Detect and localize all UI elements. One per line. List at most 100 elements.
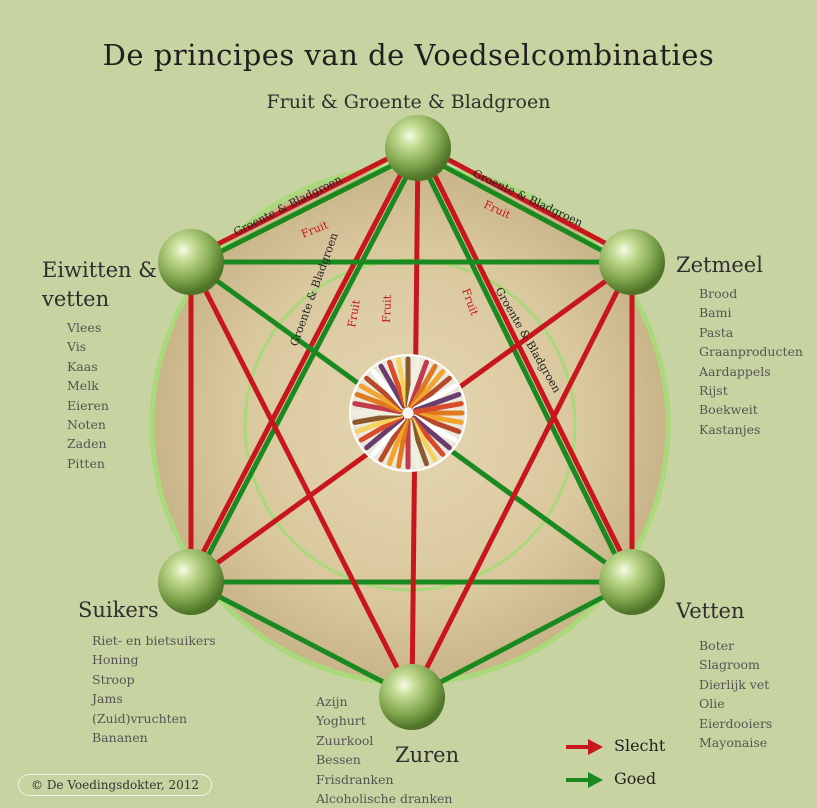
list-item: Vlees [67,320,102,335]
edge-top-lower-left-red [186,145,418,582]
list-item: Riet- en bietsuikers [92,633,216,648]
vegetable-ray [396,357,410,408]
list-item: Vis [67,339,87,355]
vegetable-ray [411,375,452,411]
vegetable-ray [354,392,403,413]
page-title: De principes van de Voedselcombinaties [102,38,715,72]
list-item: (Zuid)vruchten [92,710,188,726]
vegetable-ray [413,411,464,425]
node-label-upper-left-line2: vetten [42,287,110,311]
upper-right-food-list: Brood Bami Pasta Graanproducten Aardappe… [699,284,803,439]
edge-top-lower-left-green [191,148,423,585]
list-item: Boekweit [699,402,758,418]
legend-good-label: Goed [614,769,657,788]
copyright-badge: © De Voedingsdokter, 2012 [18,774,213,796]
legend-bad: Slecht [614,736,665,755]
list-item: Melk [67,378,99,394]
connection-lines [186,142,637,700]
legend-bad-label: Slecht [614,736,666,755]
vegetable-ray [387,418,408,467]
node-sphere-upper-right [599,229,665,295]
vegetable-ray [378,417,407,463]
list-item: Yoghurt [316,713,366,729]
vegetable-ray [406,357,420,408]
list-item: Frisdranken [316,771,394,787]
list-item: Kaas [67,358,98,374]
node-sphere-lower-left [158,549,224,615]
list-item: Honing [92,652,139,668]
node-sphere-bottom [379,664,445,730]
edge-top-upper-right-green [414,149,632,268]
edge-top-lower-right-red [418,145,637,582]
list-item: Jams [92,691,123,707]
vegetable-ray [352,411,403,425]
node-label-top: Fruit & Groente & Bladgroen [266,91,551,113]
edge-top-upper-left-green [191,149,421,268]
list-item: Noten [67,417,106,433]
list-item: Eierdooiers [699,715,773,731]
edge-top-upper-left-red [188,142,418,261]
list-item: Eieren [67,397,109,413]
list-item: Zuurkool [316,732,374,748]
vegetable-ray [408,359,429,408]
vegetable-ray [364,375,405,411]
list-item: Alcoholische dranken [316,791,453,807]
list-item: Stroop [92,671,135,687]
list-item: Pitten [67,455,105,471]
lower-right-food-list: Boter Slagroom Dierlijk vet Olie Eierdoo… [699,636,772,752]
edge-label-inner-left-red: Fruit [345,298,363,328]
vegetable-ray [409,363,438,409]
list-item: Brood [699,286,738,301]
node-label-lower-left: Suikers [78,598,159,622]
list-item: Mayonaise [699,735,768,751]
edge-upper-right-bottom [409,260,635,699]
vegetable-ray [358,383,404,412]
legend-good: Goed [614,769,656,788]
vegetable-ray [410,416,446,457]
vegetable-ray [352,401,403,415]
vegetable-ray [413,401,464,415]
vegetable-ray [413,413,462,434]
vegetable-ray [409,417,438,463]
list-item: Bananen [92,730,148,746]
node-label-bottom: Zuren [395,743,460,767]
list-item: Olie [699,696,725,712]
node-sphere-upper-left [158,229,224,295]
node-spheres [158,115,665,730]
list-item: Graanproducten [699,344,803,360]
legend-arrows [566,739,603,788]
vegetable-ray [358,414,404,443]
list-item: Zaden [67,436,107,452]
node-sphere-lower-right [599,549,665,615]
list-item: Bami [699,305,732,321]
node-sphere-top [385,115,451,181]
vegetable-ray [406,418,420,469]
vegetable-ray [370,416,406,457]
node-label-upper-left-line1: Eiwitten & [42,258,157,282]
edge-top-upper-right-red [418,142,636,261]
bottom-food-list: Azijn Yoghurt Zuurkool Bessen Frisdranke… [316,692,452,808]
vegetable-ray [396,418,410,469]
vegetable-ray [410,369,446,410]
list-item: Dierlijk vet [699,676,770,692]
vegetable-ray [412,383,458,412]
edge-lower-right-bottom [410,579,634,700]
vegetable-ray [378,363,407,409]
node-label-lower-right: Vetten [676,599,745,623]
list-item: Slagroom [699,657,760,673]
list-item: Bessen [316,752,361,768]
vegetable-ray [411,415,452,451]
vegetable-ray [387,359,408,408]
vegetable-ray [354,413,403,434]
list-item: Boter [699,638,735,653]
node-label-upper-right: Zetmeel [676,253,763,277]
list-item: Pasta [699,324,734,340]
edge-lower-left-bottom [189,579,414,700]
list-item: Aardappels [699,363,771,379]
vegetable-ray [413,392,462,413]
edge-label-inner-center-red: Fruit [380,294,394,323]
vegetable-ray [408,418,429,467]
upper-left-food-list: Vlees Vis Kaas Melk Eieren Noten Zaden P… [67,318,109,473]
